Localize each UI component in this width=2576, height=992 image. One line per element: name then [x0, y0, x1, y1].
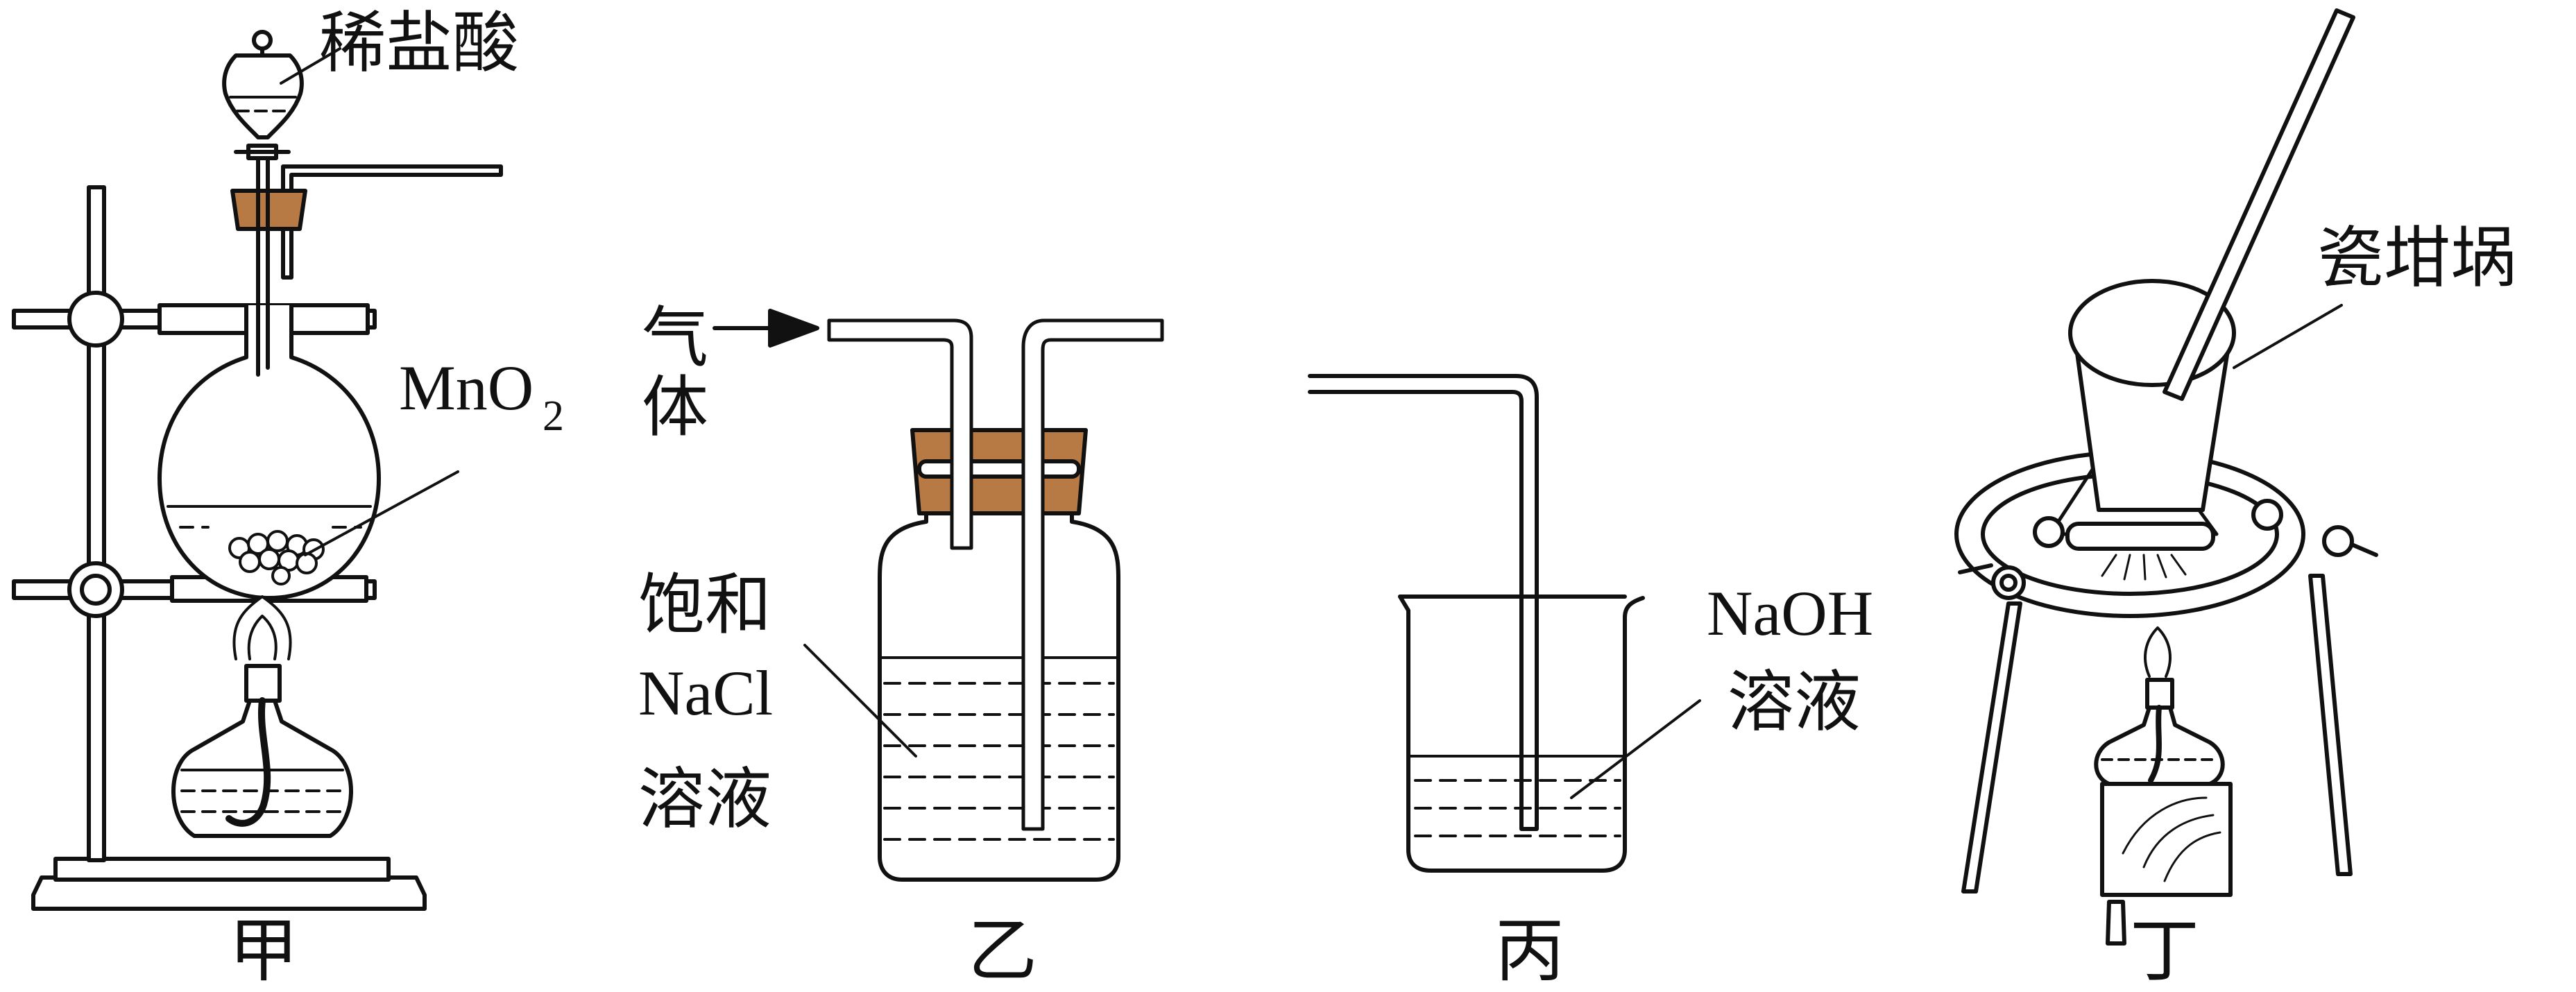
caption-ding: 丁 [2130, 910, 2199, 991]
leader-nacl [803, 644, 917, 758]
clay-triangle-bar [2065, 522, 2215, 551]
outlet-tube-jia [281, 227, 293, 280]
upper-clamp-knob [67, 291, 124, 348]
tripod-leg-middle [2106, 900, 2126, 946]
caption-yi: 乙 [968, 910, 1037, 991]
label-naoh: NaOH [1707, 578, 1873, 649]
beaker-liquid [1408, 755, 1625, 837]
funnel-liquid [229, 96, 297, 112]
ring-handle-right [2350, 542, 2378, 557]
alcohol-lamp-ding [2094, 626, 2233, 897]
delivery-tube-jia [281, 164, 503, 193]
tripod-leg-right [2308, 574, 2353, 876]
apparatus-bing: NaOH 溶液 丙 [1308, 374, 1873, 991]
funnel-cap [252, 30, 273, 51]
beaker [1398, 595, 1645, 873]
outlet-tube-yi [1021, 318, 1164, 831]
ring-handle [1958, 563, 1993, 574]
gas-arrow-head [768, 309, 819, 348]
apparatus-ding: 瓷坩埚 丁 [1954, 8, 2517, 991]
label-saturated: 饱和 [638, 566, 771, 644]
stand-rod [87, 185, 106, 862]
triangle-knob-left [2033, 516, 2065, 548]
round-flask [157, 303, 381, 600]
apparatus-jia: 稀盐酸 MnO 2 甲 [12, 4, 564, 991]
lower-clamp-knob-inner [80, 574, 112, 606]
lamp-stand-block [2100, 782, 2233, 897]
leader-naoh [1570, 699, 1701, 799]
label-solution-bing: 溶液 [1728, 663, 1861, 741]
label-crucible: 瓷坩埚 [2317, 219, 2517, 297]
label-gas-2: 体 [642, 368, 708, 446]
inlet-tube-yi [827, 318, 973, 550]
stand-base-top [53, 857, 391, 882]
mno2-granules [228, 530, 325, 585]
caption-bing: 丙 [1495, 910, 1564, 991]
caption-jia: 甲 [229, 910, 298, 991]
glass-rod [2163, 8, 2355, 401]
label-hydrochloric-acid: 稀盐酸 [319, 4, 519, 82]
label-solution-yi: 溶液 [638, 760, 771, 838]
label-nacl: NaCl [638, 658, 773, 728]
label-gas-1: 气 [642, 299, 708, 377]
tripod-leg-left [1961, 601, 2022, 893]
stand-base [31, 875, 427, 911]
alcohol-lamp-jia [171, 595, 353, 838]
stopper-band [917, 459, 1081, 479]
apparatus-yi: 气 体 饱和 NaCl 溶液 乙 [638, 299, 1164, 991]
leader-acid [280, 47, 341, 85]
wash-liquid [880, 656, 1118, 841]
delivery-tube-bing [1308, 374, 1539, 831]
label-mno2: MnO [399, 352, 534, 423]
wash-bottle [878, 510, 1120, 882]
leader-crucible [2233, 304, 2343, 369]
triangle-knob-front [2322, 525, 2354, 557]
separatory-funnel [222, 40, 304, 139]
flame-rays [2101, 554, 2187, 581]
triangle-knob-right [2251, 499, 2283, 531]
ring-clamp-screw-inner [1999, 574, 2018, 592]
label-mno2-subscript: 2 [543, 393, 564, 440]
leader-mno2 [304, 470, 459, 556]
